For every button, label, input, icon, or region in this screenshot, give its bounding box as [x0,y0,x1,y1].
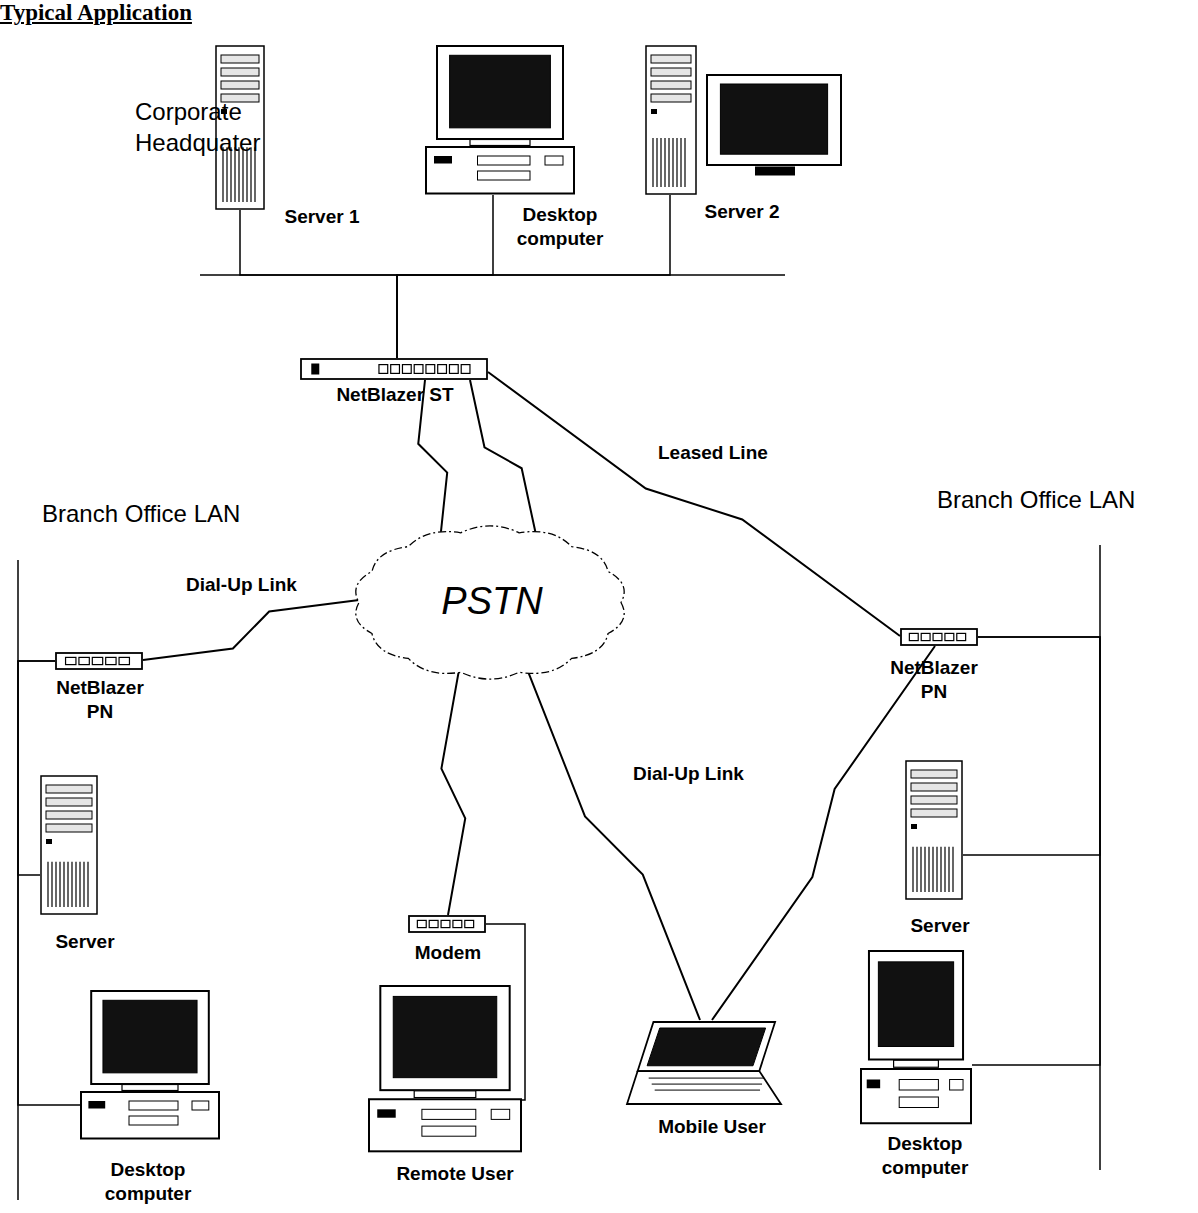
tower-device: Server [905,760,963,900]
group-label: Corporate Headquater [135,96,285,158]
device-label: Remote User [380,1162,530,1186]
pn-device: Modem [408,915,486,933]
laptop-icon [625,1020,783,1108]
tower-icon [905,760,963,900]
wan-link [528,671,700,1020]
towermon-device: Server 2 [645,45,845,195]
pn-icon [408,915,486,933]
tower-device: Server [40,775,98,915]
diagram-title: Typical Application [0,0,192,26]
group-label: Branch Office LAN [937,484,1197,515]
desktop-device: Desktop computer [860,950,972,1125]
device-label: Mobile User [637,1115,787,1139]
wan-link [441,672,465,915]
pn-icon [55,652,143,670]
st-device: NetBlazer ST [300,358,488,380]
towermon-icon [645,45,845,195]
wan-link [143,600,359,660]
device-label: Server [890,914,990,938]
st-icon [300,358,488,380]
lan-cable [240,210,397,358]
pn-icon [900,628,978,646]
device-label: Desktop computer [869,1132,981,1180]
wan-link [470,380,536,536]
group-label: Branch Office LAN [42,498,302,529]
tower-device: Server 1 [215,45,265,210]
device-label: Modem [398,941,498,965]
device-label: PSTN [427,578,557,626]
device-label: Desktop computer [92,1158,204,1206]
tower-icon [215,45,265,210]
pn-device: NetBlazer PN [55,652,143,670]
device-label: Desktop computer [504,203,616,251]
lan-cable [18,661,55,875]
device-label: Server [35,930,135,954]
link-label: Leased Line [655,442,771,464]
link-label: Dial-Up Link [183,574,300,596]
desktop-icon [80,990,220,1140]
device-label: Server 2 [692,200,792,224]
device-label: Server 1 [272,205,372,229]
pn-device: NetBlazer PN [900,628,978,646]
desktop-device: Desktop computer [425,45,575,195]
device-label: NetBlazer PN [881,656,987,704]
lan-cable [397,195,493,358]
laptop-device: Mobile User [625,1020,783,1108]
device-label: NetBlazer ST [315,383,475,407]
desktop-icon [860,950,972,1125]
lan-cable [972,637,1100,1065]
desktop-icon [425,45,575,195]
cloud-device: PSTN [355,525,625,680]
lan-cable [963,637,1100,855]
link-label: Dial-Up Link [630,763,747,785]
lan-cable [397,195,670,358]
device-label: NetBlazer PN [47,676,153,724]
desktop-icon [368,985,522,1153]
tower-icon [40,775,98,915]
desktop-device: Remote User [368,985,522,1153]
desktop-device: Desktop computer [80,990,220,1140]
